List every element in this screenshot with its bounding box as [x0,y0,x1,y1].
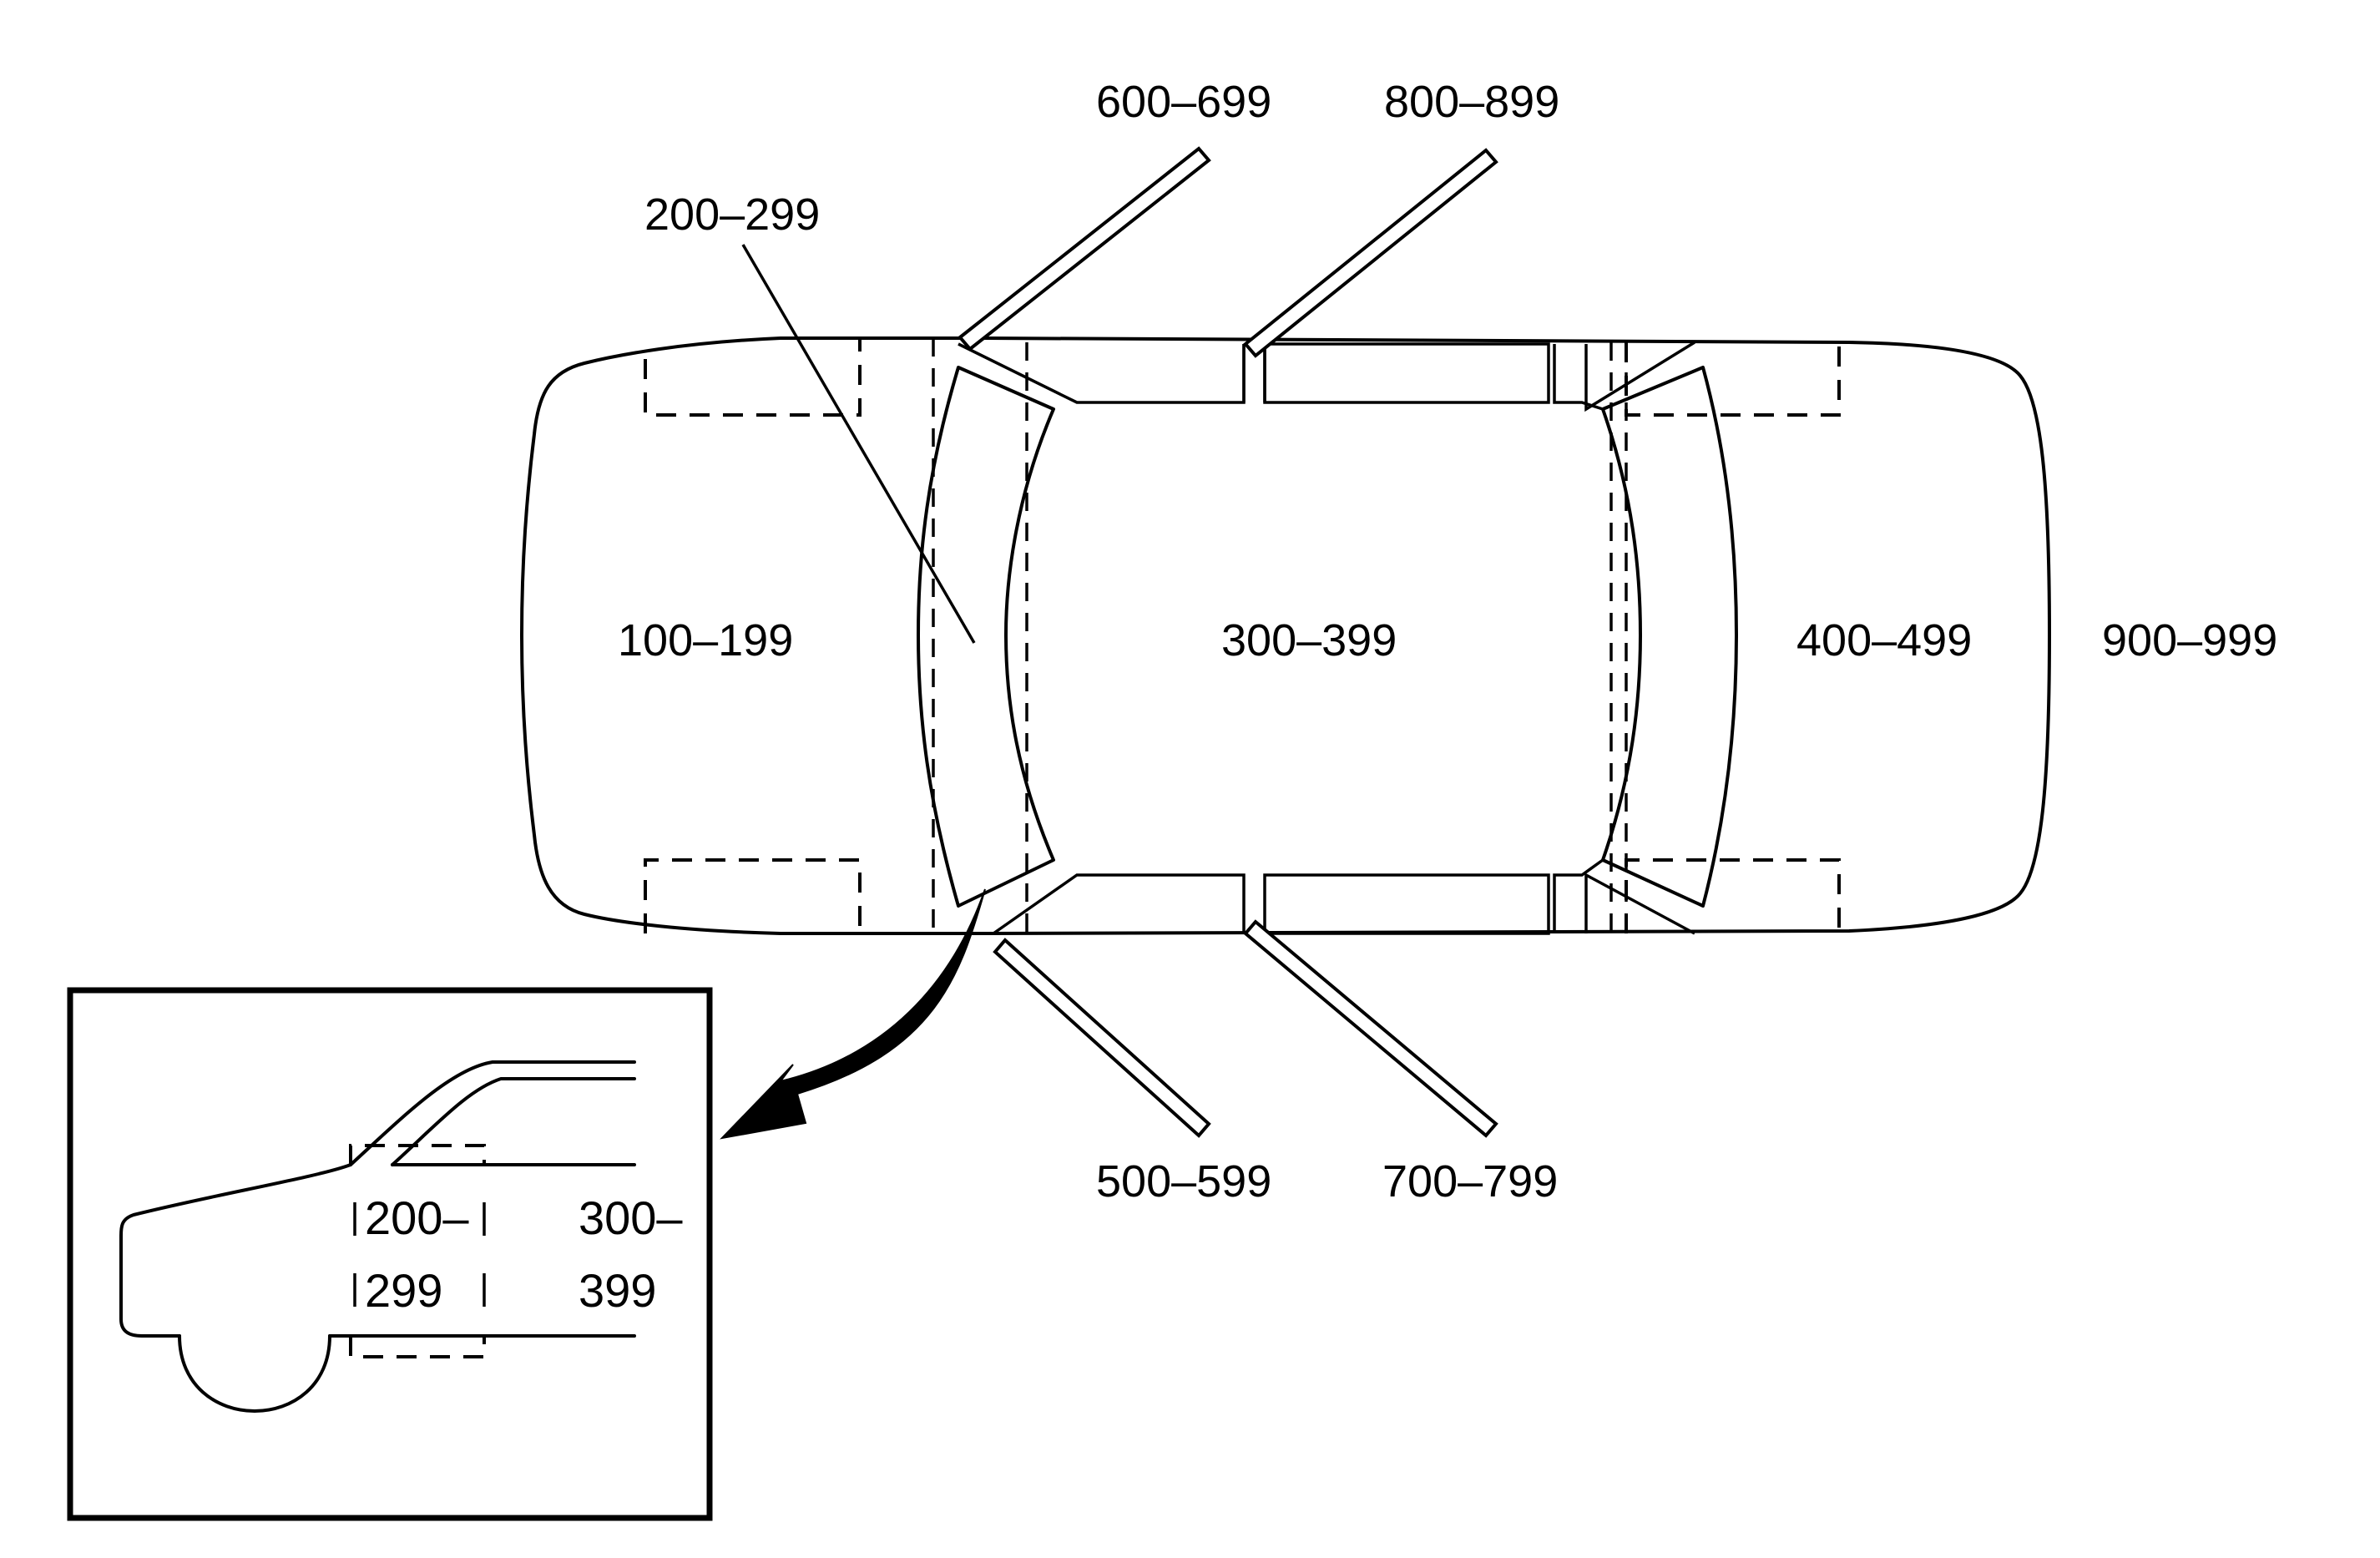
left-rear-window [1263,342,1550,404]
right-rear-door-indicator [1243,919,1498,1138]
cowl-leader-line [741,244,976,644]
zone-label-left-front-door: 600–699 [1096,77,1271,127]
inset-cabin-label-line2: 399 [579,1264,656,1317]
inset-roof-inner [391,1077,636,1166]
inset-cabin-label-line1: 300– [579,1191,683,1244]
zone-label-passenger: 300–399 [1221,615,1397,665]
windshield [917,366,1055,908]
vehicle-outline [520,336,2051,935]
inset-frame [67,987,713,1521]
rear-left-wheel-area [1625,342,1841,417]
inset-hood [119,1163,352,1338]
inset-cowl-label-line2: 299 [365,1264,442,1317]
inset-cowl-dash-top [349,1144,486,1165]
left-rear-door-indicator [1243,148,1498,358]
left-front-door-indicator [958,146,1211,352]
callout-arrow [720,888,986,1140]
rear-window [1601,366,1738,908]
zone-label-right-rear-door: 700–799 [1382,1156,1558,1206]
zone-label-right-front-door: 500–599 [1096,1156,1271,1206]
zone-label-front: 100–199 [618,615,793,665]
inset-cowl-dash-bottom [349,1336,486,1358]
zone-label-rear-compartment: 400–499 [1796,615,1972,665]
front-left-wheel-area [644,338,862,417]
rear-right-wheel-area [1625,858,1841,933]
right-c-pillar [1553,858,1604,933]
inset-front-wheel [178,1334,331,1413]
right-rear-window [1263,873,1550,935]
right-a-pillar [992,873,1246,935]
zone-label-front-cowl: 200–299 [644,190,820,240]
left-c-pillar [1553,344,1604,411]
zone-label-rear: 900–999 [2102,615,2277,665]
right-c-pillar-2 [1584,873,1695,935]
left-a-pillar [958,342,1246,404]
zone-label-left-rear-door: 800–899 [1384,77,1559,127]
inset-cowl-label-line1: 200– [365,1191,469,1244]
left-c-pillar-2 [1584,341,1695,412]
vehicle-body [520,336,2051,935]
right-front-door-indicator [993,938,1211,1138]
inset-side-view: 200– 299 300– 399 [67,987,713,1521]
front-right-wheel-area [644,858,862,933]
